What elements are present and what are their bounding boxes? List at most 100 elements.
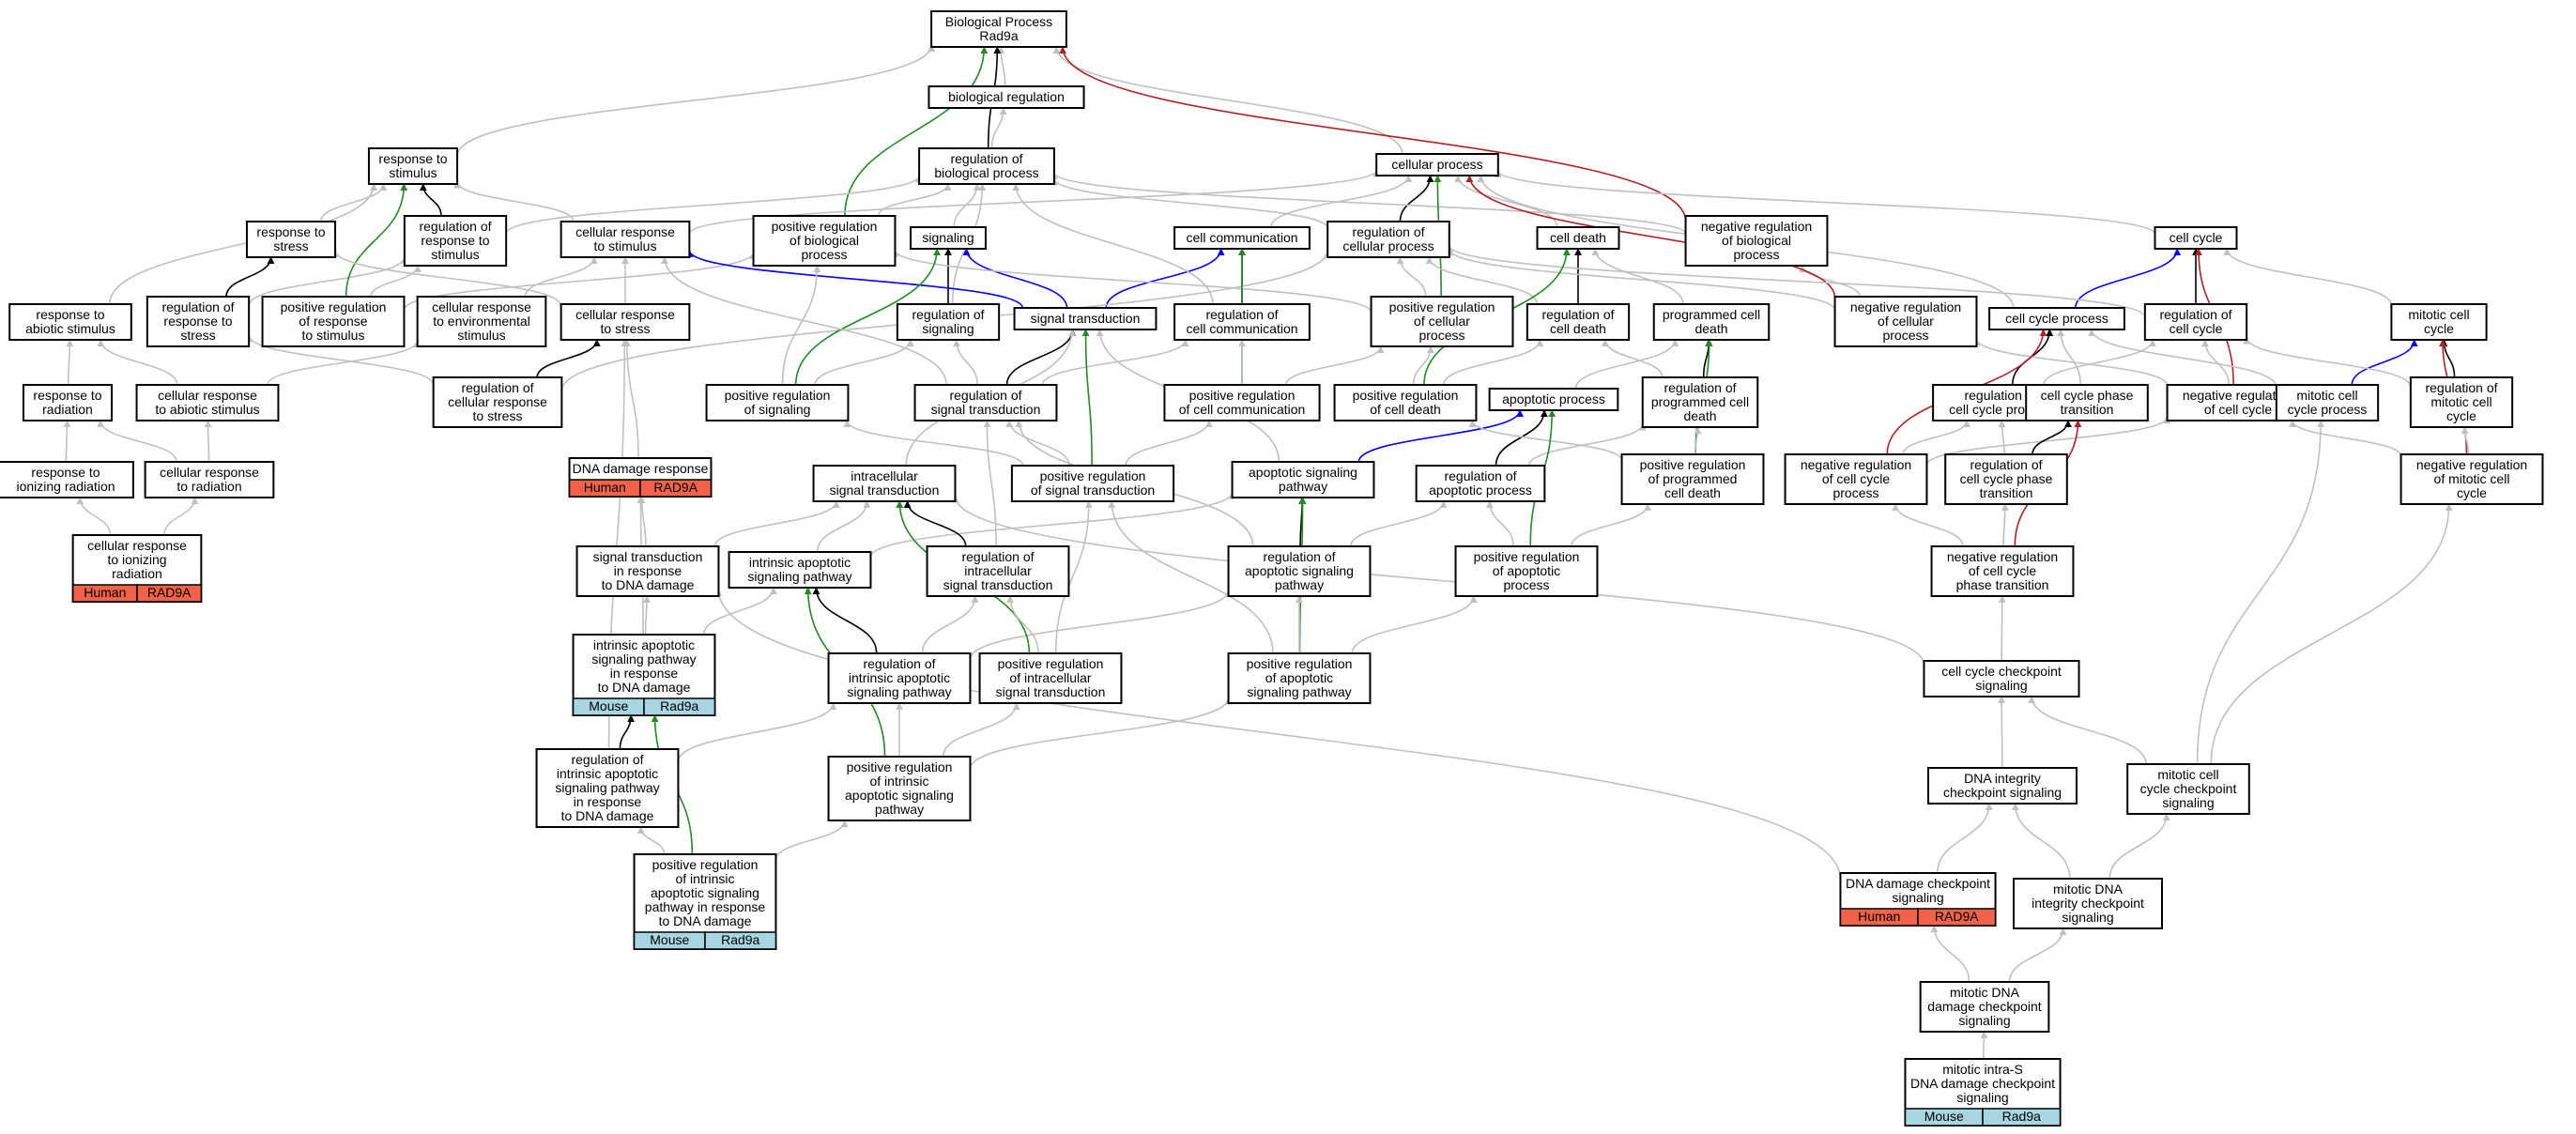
node-label-line: regulation of (1352, 224, 1424, 239)
edge-path (1108, 500, 1274, 654)
node-label-line: cellular response (87, 538, 187, 553)
go-term-node[interactable]: apoptotic process (1488, 388, 1619, 411)
node-label-line: regulation of (419, 219, 491, 234)
edge-path (1050, 177, 1328, 229)
go-term-node[interactable]: signal transduction (1013, 307, 1158, 330)
relation-edge-grey (1485, 500, 1514, 547)
go-term-node[interactable]: cell communication (1173, 226, 1311, 250)
go-term-node[interactable]: cell cycle (2154, 226, 2238, 250)
node-box (1833, 296, 1978, 347)
node-label-line: regulation of (1970, 457, 2042, 472)
go-term-node[interactable]: cell cycle process (1988, 307, 2125, 330)
species-badge: Mouse (1924, 1109, 1964, 1124)
edge-path (2032, 420, 2072, 455)
node-label-line: apoptotic signaling (845, 788, 954, 803)
node-label-line: Rad9a (979, 28, 1018, 43)
edge-path (1998, 595, 2006, 662)
edge-path (814, 339, 914, 386)
node-label-line: stimulus (431, 247, 479, 262)
node-label-line: regulation of (1205, 307, 1278, 322)
edge-path (97, 339, 178, 386)
go-term-node[interactable]: signaling (910, 226, 987, 250)
node-box (918, 147, 1055, 185)
node-label-line: mitotic cell (2157, 767, 2218, 782)
go-term-node[interactable]: biological regulation (928, 85, 1085, 109)
edge-path (1357, 409, 1525, 463)
node-label-line: cell death (1550, 230, 1606, 245)
node-label-line: intrinsic apoptotic (849, 670, 950, 685)
node-label-line: positive regulation (847, 759, 953, 774)
relation-edge-grey (990, 107, 1007, 149)
node-label-line: regulation of (461, 380, 533, 395)
node-label-line: response to (33, 388, 101, 403)
go-term-node[interactable]: cellular process (1375, 153, 1499, 176)
go-term-node[interactable]: cell death (1536, 226, 1620, 250)
